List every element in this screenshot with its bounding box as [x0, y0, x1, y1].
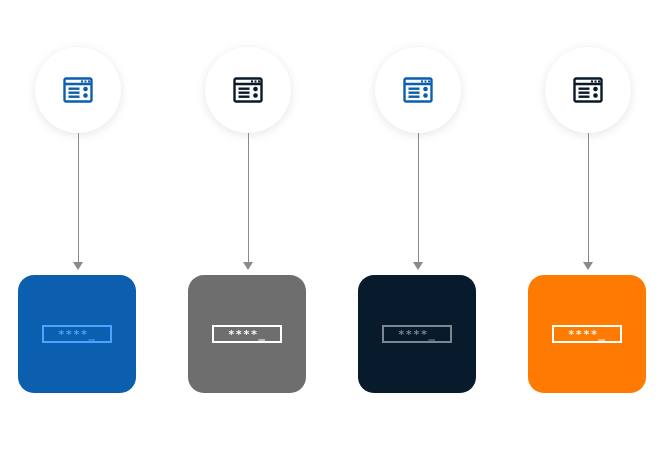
masked-password-field: ****_	[212, 325, 282, 343]
flow-column-1: ****_	[0, 0, 170, 450]
masked-password-field: ****_	[382, 325, 452, 343]
connector-line	[588, 133, 589, 265]
arrowhead	[73, 262, 83, 270]
connector-line	[418, 133, 419, 265]
arrowhead	[413, 262, 423, 270]
password-card-3: ****_	[358, 275, 476, 393]
masked-password-field: ****_	[552, 325, 622, 343]
browser-icon-node-3	[375, 47, 461, 133]
password-card-2: ****_	[188, 275, 306, 393]
arrowhead	[583, 262, 593, 270]
password-card-4: ****_	[528, 275, 646, 393]
arrowhead	[243, 262, 253, 270]
browser-window-icon	[63, 77, 93, 103]
connector-line	[78, 133, 79, 265]
browser-window-icon	[233, 77, 263, 103]
password-card-1: ****_	[18, 275, 136, 393]
flow-column-4: ****_	[510, 0, 665, 450]
flow-column-2: ****_	[170, 0, 340, 450]
browser-window-icon	[403, 77, 433, 103]
flow-column-3: ****_	[340, 0, 510, 450]
connector-line	[248, 133, 249, 265]
browser-icon-node-4	[545, 47, 631, 133]
browser-window-icon	[573, 77, 603, 103]
browser-icon-node-1	[35, 47, 121, 133]
browser-icon-node-2	[205, 47, 291, 133]
masked-password-field: ****_	[42, 325, 112, 343]
